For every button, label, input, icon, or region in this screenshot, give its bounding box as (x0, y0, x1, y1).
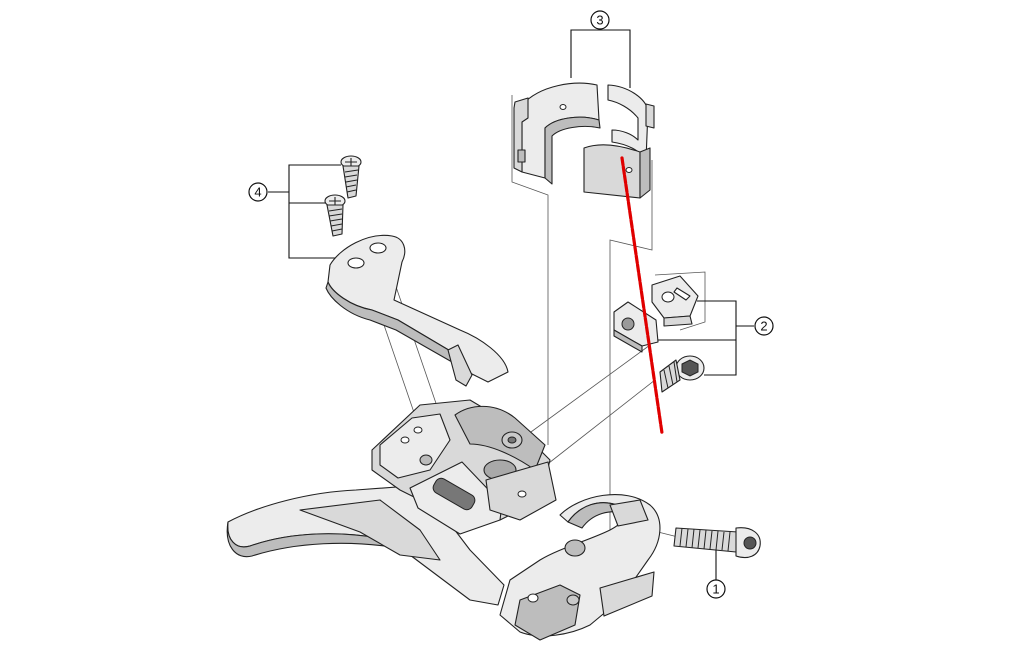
callout-2-label: 2 (760, 319, 767, 334)
clamp-bolt (673, 527, 761, 559)
derailleur-body (226, 399, 661, 641)
screw-upper (340, 155, 362, 199)
callout-3-circle (590, 10, 610, 30)
clamp-band-part (513, 82, 655, 199)
highlight-axis-line (620, 156, 664, 435)
callout-3-label: 3 (596, 13, 603, 28)
adapter-bolt (659, 355, 705, 393)
adapter-plate (651, 275, 699, 327)
top-plate-part (325, 234, 509, 387)
callout-1-label: 1 (712, 582, 719, 597)
screw-lower (324, 194, 346, 237)
callout-1-circle (706, 579, 726, 599)
callout-1: 1 (706, 538, 726, 599)
callout-3: 3 (570, 10, 631, 88)
callout-2: 2 (648, 300, 774, 376)
callout-4-circle (248, 182, 268, 202)
callout-4: 4 (248, 164, 341, 259)
callout-2-circle (754, 316, 774, 336)
callout-4-label: 4 (254, 185, 261, 200)
adapter-nut (613, 301, 659, 353)
